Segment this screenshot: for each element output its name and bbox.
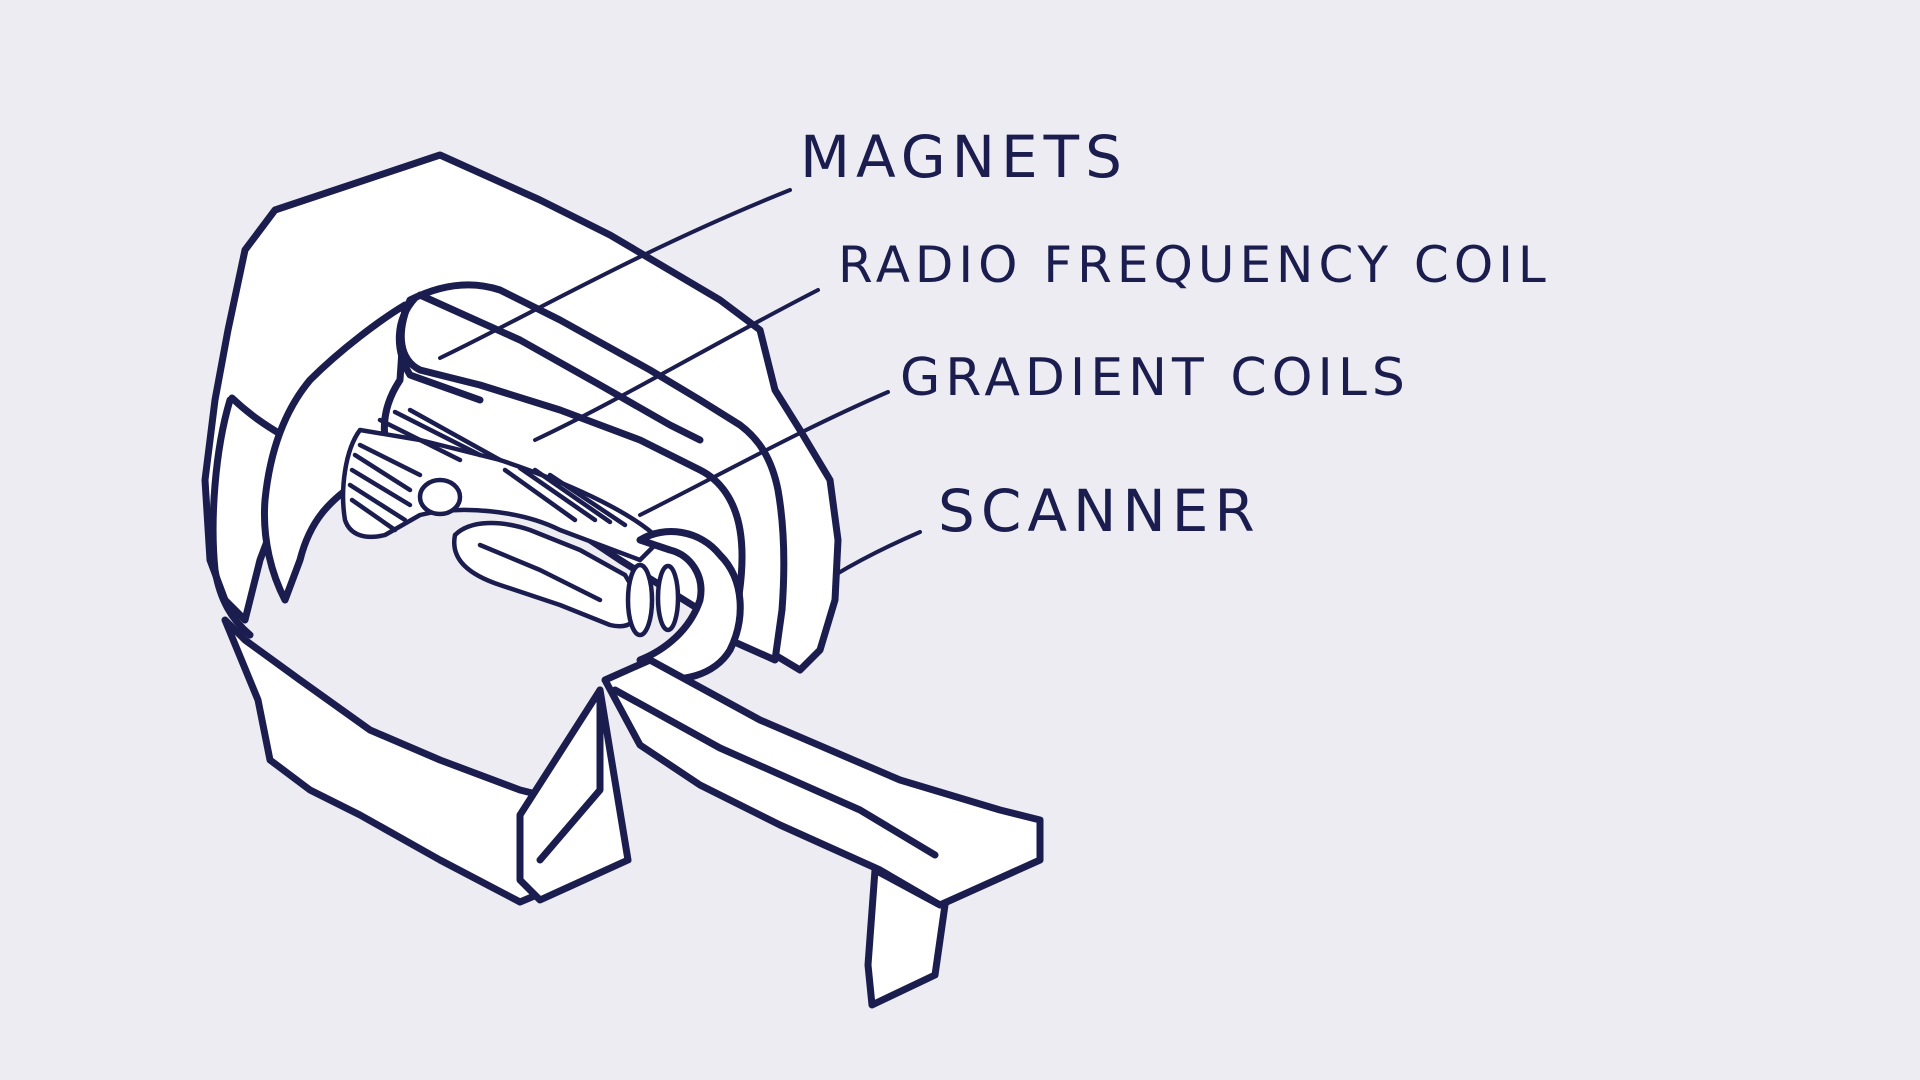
label-magnets: MAGNETS [800,123,1128,191]
gradient-coil-windings [347,407,628,533]
patient-table [601,656,1044,909]
patient-arm [477,542,603,603]
rf-coil-top [416,291,704,444]
patient-foot-right [655,563,681,633]
scanner-opening [636,528,744,683]
leader-magnets [438,188,792,360]
leader-gradient-coils [638,390,890,517]
rf-coil-ring [395,294,484,404]
table-support-seam [536,686,604,864]
label-scanner: SCANNER [938,477,1261,545]
bore-tunnel [397,281,788,664]
leader-scanner [833,530,922,577]
label-radio-frequency-coil: RADIO FREQUENCY COIL [838,236,1551,294]
leader-rf-coil [533,288,820,442]
patient-head [417,477,463,517]
housing-front-edge [209,396,254,639]
gradient-coil-body [340,427,663,563]
patient-foot-left [625,562,655,638]
table-top-edge [611,686,939,859]
table-support-left [516,686,632,904]
label-gradient-coils: GRADIENT COILS [900,348,1410,408]
table-support-front [864,866,949,1009]
